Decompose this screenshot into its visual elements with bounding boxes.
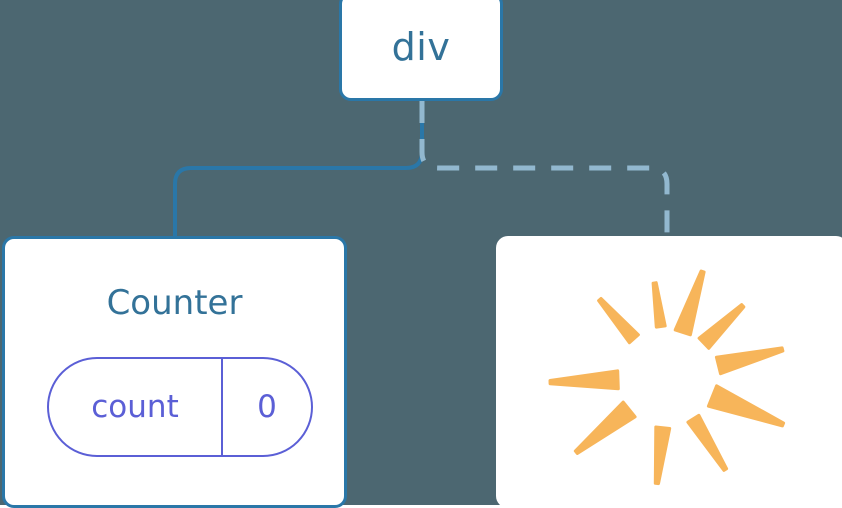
edge-div-to-counter: [173, 99, 424, 240]
burst-ray-1: [673, 269, 706, 337]
edge-div-to-burst: [419, 101, 670, 238]
burst-ray-4: [548, 369, 620, 391]
node-burst-card[interactable]: [496, 236, 842, 508]
burst-ray-8: [706, 384, 786, 428]
node-counter-label: Counter: [106, 283, 243, 323]
state-pill-count[interactable]: count 0: [47, 357, 313, 457]
burst-ray-3: [597, 297, 640, 345]
node-counter[interactable]: Counter count 0: [2, 236, 347, 508]
burst-ray-2: [651, 281, 667, 329]
burst-ray-9: [714, 346, 785, 376]
sparkle-burst-icon: [548, 269, 786, 486]
burst-ray-10: [697, 303, 746, 350]
burst-ray-7: [686, 413, 729, 472]
burst-ray-6: [653, 425, 672, 486]
burst-ray-5: [573, 400, 637, 455]
node-div-label: div: [391, 24, 451, 69]
state-pill-key: count: [49, 359, 223, 455]
state-pill-value: 0: [257, 389, 277, 425]
node-div[interactable]: div: [339, 0, 503, 101]
